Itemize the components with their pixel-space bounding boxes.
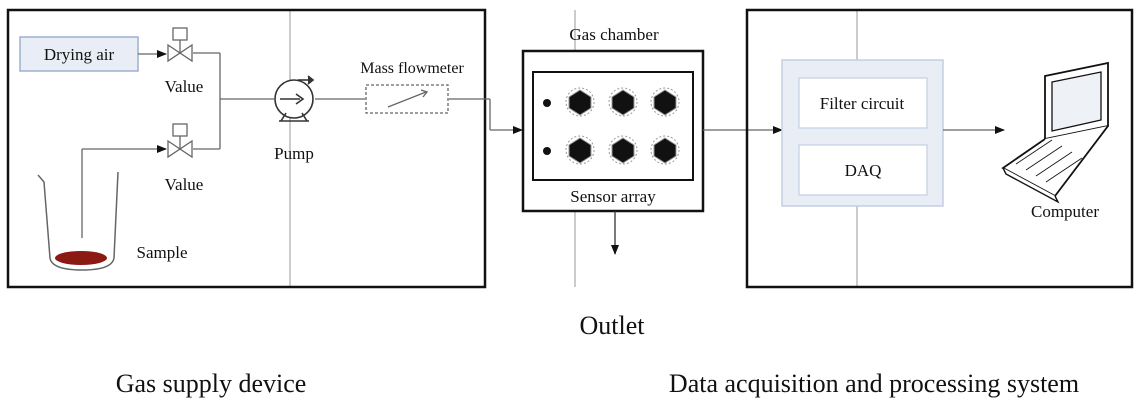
pump-label: Pump [274, 144, 314, 163]
drying-air-label: Drying air [44, 45, 115, 64]
sensor-icon [565, 135, 595, 165]
pump-icon [274, 75, 315, 122]
sensor-icon [608, 87, 638, 117]
valve-lower-label: Value [165, 175, 204, 194]
laptop-icon [1001, 61, 1109, 204]
sensor-icon [650, 87, 680, 117]
filter-circuit-box [798, 77, 928, 129]
gas-supply-box [6, 8, 487, 289]
sensor-array-label: Sensor array [570, 187, 656, 206]
sensor-elements [565, 87, 680, 165]
data-system-box [745, 8, 1134, 289]
sensor-icon [608, 135, 638, 165]
valve-upper-label: Value [165, 77, 204, 96]
gas-supply-caption: Gas supply device [116, 369, 307, 398]
drying-air-box [19, 36, 139, 72]
beaker-icon [37, 171, 119, 271]
flowmeter-icon [365, 84, 449, 114]
filter-circuit-label: Filter circuit [820, 94, 905, 113]
sample-material [55, 251, 107, 265]
computer-label: Computer [1031, 202, 1099, 221]
sensor-icon [565, 87, 595, 117]
valve-upper-icon [167, 27, 193, 63]
gas-chamber-box [521, 49, 705, 213]
sample-label: Sample [137, 243, 188, 262]
data-system-caption: Data acquisition and processing system [669, 369, 1079, 398]
sensor-array-box [532, 71, 694, 181]
piping [81, 50, 523, 238]
outlet-caption: Outlet [580, 311, 646, 340]
valve-lower-icon [167, 123, 193, 159]
gas-chamber-title: Gas chamber [569, 25, 659, 44]
daq-label: DAQ [845, 161, 882, 180]
sensor-indicators [543, 99, 551, 155]
sensor-icon [650, 135, 680, 165]
daq-box [798, 144, 928, 196]
flowmeter-label: Mass flowmeter [360, 60, 464, 77]
